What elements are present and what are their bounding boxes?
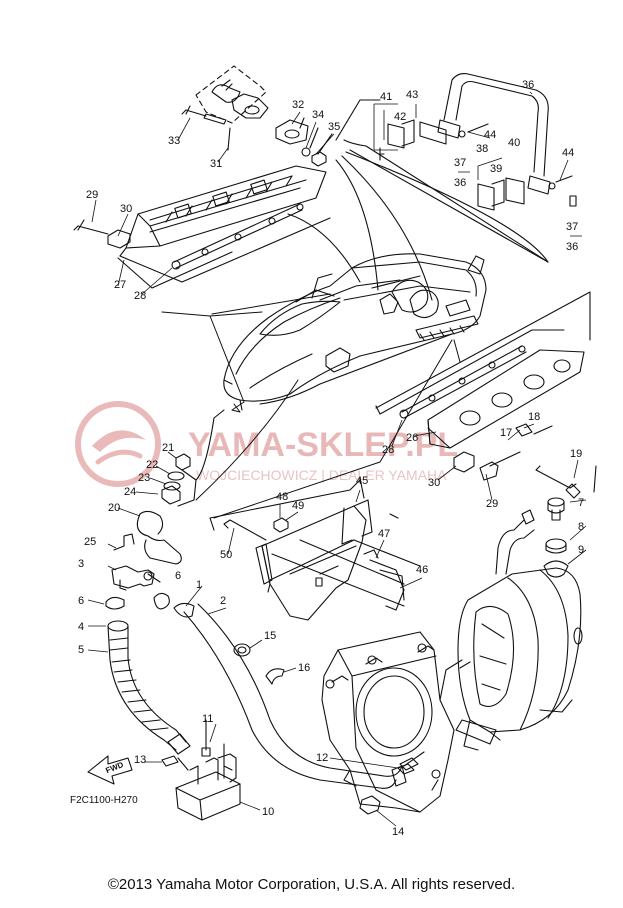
- watermark: YAMA-SKLEP.PL WOJCIECHOWICZ | DEALER YAM…: [78, 404, 458, 484]
- part-label-44b: 44: [562, 147, 574, 159]
- part-label-50: 50: [220, 549, 232, 561]
- part-label-30b: 30: [428, 477, 440, 489]
- jet-pump-housing: [322, 632, 454, 814]
- part-labels: 1 2 3 4 5 6 6 7 8 9 10 11 12 13 14 15 16…: [78, 79, 584, 838]
- part-label-47: 47: [378, 528, 390, 540]
- part-label-3: 3: [78, 558, 84, 570]
- part-label-40: 40: [508, 137, 520, 149]
- part-label-38: 38: [476, 143, 488, 155]
- part-label-45: 45: [356, 475, 368, 487]
- watermark-logo-icon: [78, 404, 158, 484]
- part-label-18: 18: [528, 411, 540, 423]
- part-label-31: 31: [210, 158, 222, 170]
- right-rail-group: [376, 292, 596, 498]
- water-hose-group: [106, 566, 190, 754]
- watermark-brand: YAMA-SKLEP.PL: [188, 426, 458, 464]
- part-label-16: 16: [298, 662, 310, 674]
- part-label-9: 9: [578, 544, 584, 556]
- part-label-32: 32: [292, 99, 304, 111]
- jet-nozzle: [440, 510, 582, 750]
- part-label-4: 4: [78, 621, 84, 633]
- seal-clip-group: [234, 644, 284, 684]
- control-box-group: [162, 720, 240, 820]
- part-label-11: 11: [202, 713, 213, 725]
- part-label-33: 33: [168, 135, 180, 147]
- part-label-49: 49: [292, 500, 304, 512]
- part-label-24: 24: [124, 486, 136, 498]
- part-label-48: 48: [276, 491, 288, 503]
- part-label-19: 19: [570, 448, 582, 460]
- diagram-code: F2C1100-H270: [70, 795, 138, 806]
- long-hose-group: [174, 603, 418, 788]
- drain-plug-group: [544, 498, 568, 577]
- part-label-26: 26: [406, 432, 418, 444]
- part-label-6b: 6: [78, 595, 84, 607]
- part-label-5: 5: [78, 644, 84, 656]
- part-label-39: 39: [490, 163, 502, 175]
- part-label-14: 14: [392, 826, 404, 838]
- part-label-1: 1: [196, 579, 202, 591]
- part-label-12: 12: [316, 752, 328, 764]
- part-label-25: 25: [84, 536, 96, 548]
- part-label-37a: 37: [454, 157, 466, 169]
- part-label-43: 43: [406, 89, 418, 101]
- part-label-7: 7: [578, 497, 584, 509]
- part-label-34: 34: [312, 109, 324, 121]
- watermark-dealer: WOJCIECHOWICZ | DEALER YAMAHA: [196, 467, 447, 483]
- vent-cap-group: [182, 66, 332, 166]
- part-label-17: 17: [500, 427, 512, 439]
- part-label-29a: 29: [86, 189, 98, 201]
- part-label-36c: 36: [566, 241, 578, 253]
- copyright-notice: ©2013 Yamaha Motor Corporation, U.S.A. A…: [107, 876, 516, 893]
- forward-arrow: [88, 756, 132, 784]
- part-label-30a: 30: [120, 203, 132, 215]
- part-label-15: 15: [264, 630, 276, 642]
- watercraft-hull: [224, 254, 486, 410]
- bracket-group: [210, 478, 420, 620]
- part-label-35: 35: [328, 121, 340, 133]
- part-label-13: 13: [134, 754, 146, 766]
- part-label-36b: 36: [454, 177, 466, 189]
- part-label-27: 27: [114, 279, 126, 291]
- part-label-8: 8: [578, 521, 584, 533]
- part-label-29b: 29: [486, 498, 498, 510]
- part-label-6a: 6: [175, 570, 181, 582]
- part-label-23: 23: [138, 472, 150, 484]
- part-label-21: 21: [162, 442, 174, 454]
- part-label-41: 41: [380, 91, 392, 103]
- part-label-46: 46: [416, 564, 428, 576]
- part-label-42: 42: [394, 111, 406, 123]
- part-label-28b: 28: [382, 444, 394, 456]
- part-label-22: 22: [146, 459, 158, 471]
- part-label-37b: 37: [566, 221, 578, 233]
- part-label-36a: 36: [522, 79, 534, 91]
- leader-lines: [88, 92, 586, 826]
- left-fitting-group: [114, 410, 224, 564]
- part-label-20: 20: [108, 502, 120, 514]
- part-label-10: 10: [262, 806, 274, 818]
- left-rail-group: [74, 166, 330, 288]
- handle-group: [336, 74, 576, 262]
- part-label-2: 2: [220, 595, 226, 607]
- part-label-44a: 44: [484, 129, 496, 141]
